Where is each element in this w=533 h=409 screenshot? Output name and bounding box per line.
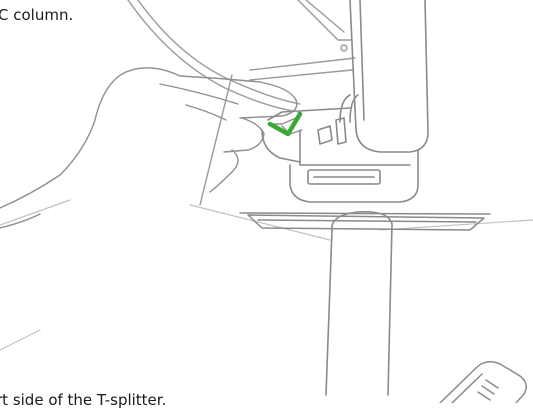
hand (0, 68, 302, 228)
crossbar (240, 213, 490, 230)
leg-column-upper (350, 0, 428, 152)
leg-column-lower (326, 212, 392, 395)
power-cable (128, 0, 300, 112)
handset (440, 362, 526, 403)
frame-top (200, 0, 355, 205)
caption-bottom: rt side of the T-splitter. (0, 391, 166, 409)
control-box (262, 95, 418, 202)
